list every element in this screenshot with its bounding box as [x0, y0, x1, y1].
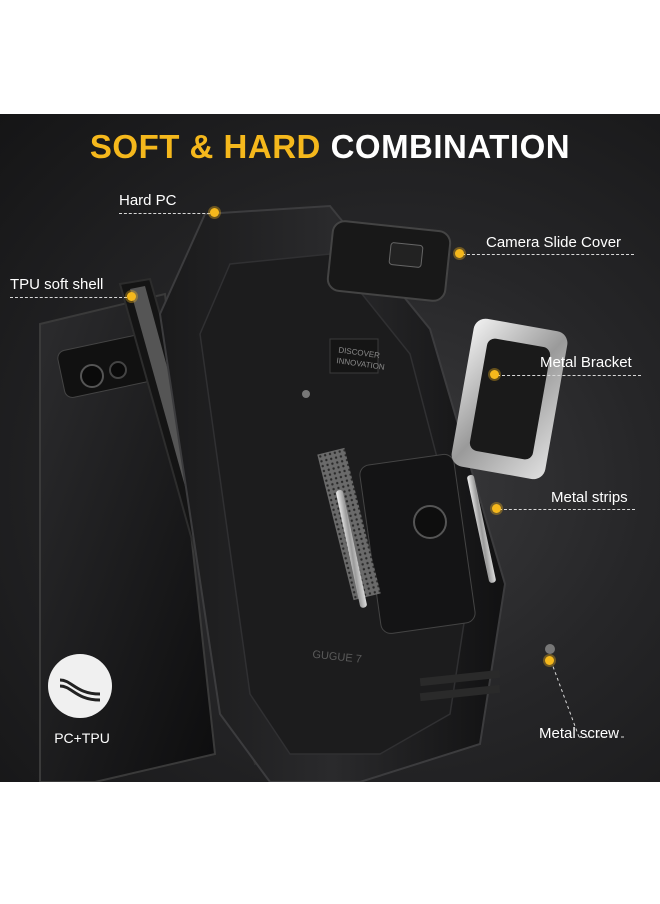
hard-pc-case: DISCOVER INNOVATION GUGUE 7 — [158, 204, 555, 782]
dot-hard-pc — [210, 208, 219, 217]
kickstand-ring-icon — [413, 505, 447, 539]
leader-tpu — [10, 297, 132, 298]
leader-camera — [462, 254, 634, 255]
dot-strips — [492, 504, 501, 513]
dot-screw — [545, 656, 554, 665]
dot-bracket — [490, 370, 499, 379]
camera-slide-cover — [326, 220, 452, 302]
label-metal-screw: Metal screw — [539, 725, 620, 742]
leader-screw — [550, 660, 625, 738]
leader-bracket — [497, 375, 641, 376]
headline: SOFT & HARD COMBINATION — [0, 128, 660, 166]
layer-curve-icon — [59, 678, 101, 702]
dot-tpu — [127, 292, 136, 301]
leader-hard-pc — [119, 213, 215, 214]
metal-bracket — [451, 318, 568, 480]
headline-highlight: SOFT & HARD — [89, 128, 321, 165]
label-camera-slide-cover: Camera Slide Cover — [486, 234, 622, 251]
label-metal-strips: Metal strips — [551, 489, 628, 506]
material-badge — [48, 654, 112, 718]
badge-label: PC+TPU — [54, 730, 110, 746]
leader-strips — [499, 509, 635, 510]
label-tpu-soft-shell: TPU soft shell — [10, 276, 104, 293]
phone-case-illustration: DISCOVER INNOVATION GUGUE 7 — [39, 204, 568, 782]
dot-camera — [455, 249, 464, 258]
label-hard-pc: Hard PC — [119, 192, 177, 209]
headline-rest: COMBINATION — [330, 128, 571, 165]
case-brand: GUGUE 7 — [312, 649, 362, 666]
screw-icon — [545, 644, 555, 654]
camera-lens-icon — [80, 364, 104, 388]
label-metal-bracket: Metal Bracket — [540, 354, 632, 371]
